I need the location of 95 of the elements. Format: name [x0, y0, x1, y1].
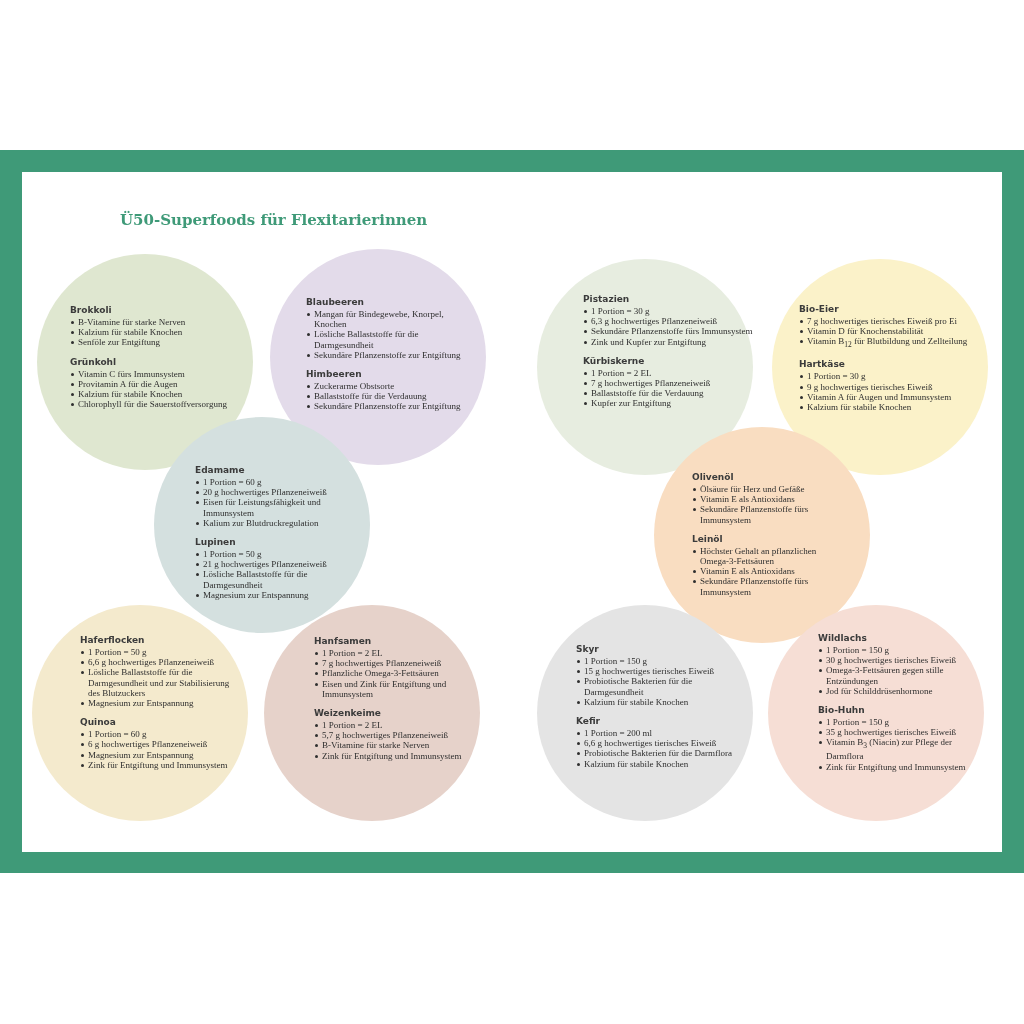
bullet-item: Eisen für Leistungsfähigkeit und Immunsystem: [195, 497, 363, 518]
food-heading: Quinoa: [80, 717, 117, 729]
bullet-item: 1 Portion = 30 g: [583, 306, 753, 317]
bullet-item: 6 g hochwertiges Pflanzeneiweiß: [80, 739, 242, 750]
bullet-item: Probiotische Bakterien für die Darmflora: [576, 748, 748, 759]
bullet-item: Kalium zur Blutdruckregulation: [195, 517, 363, 528]
bullet-item: Zink für Entgiftung und Immunsystem: [314, 750, 474, 761]
bullet-item: Kupfer zur Entgiftung: [583, 398, 753, 409]
bullet-item: 1 Portion = 150 g: [818, 645, 976, 656]
bullet-item: Vitamin A für Augen und Immunsystem: [799, 391, 971, 402]
bullet-item: Magnesium zur Entspannung: [195, 589, 363, 601]
bullet-item: Sekundäre Pflanzenstoffe zur Entgiftung: [306, 349, 478, 360]
food-heading: Kürbiskerne: [583, 355, 646, 367]
food-heading: Haferflocken: [80, 635, 146, 646]
bullet-item: 21 g hochwertiges Pflanzeneiweiß: [195, 559, 363, 570]
bullet-item: Provitamin A für die Augen: [70, 378, 258, 389]
food-heading: Blaubeeren: [306, 297, 366, 308]
food-heading: Himbeeren: [306, 369, 363, 380]
bullet-item: Lösliche Ballaststoffe für die Darmgesundheit: [306, 329, 478, 350]
bullet-item: Mangan für Bindegewebe, Knorpel, Knochen: [306, 309, 478, 330]
bullet-item: 35 g hochwertiges tierisches Eiweiß: [818, 727, 976, 738]
bullet-item: Ballaststoffe für die Verdauung: [306, 391, 478, 402]
bullet-item: 20 g hochwertiges Pflanzeneiweiß: [195, 487, 363, 498]
food-heading: Edamame: [195, 465, 246, 476]
bullet-item: Höchster Gehalt an pflanzlichen Omega-3-Fettsäuren: [692, 545, 837, 567]
bullet-item: Kalzium für stabile Knochen: [576, 758, 748, 769]
bullet-item: Vitamin E als Antioxidans: [692, 566, 837, 577]
bullet-item: Pflanzliche Omega-3-Fettsäuren: [314, 668, 474, 679]
bullet-item: 15 g hochwertiges tierisches Eiweiß: [576, 666, 748, 677]
bullet-item: 1 Portion = 150 g: [576, 656, 748, 667]
bullet-item: Vitamin B$_{12}$ für Blutbildung und Zellteilung: [799, 336, 971, 351]
bullet-item: 1 Portion = 150 g: [818, 717, 976, 728]
bullet-item: Magnesium zur Entspannung: [80, 698, 242, 709]
food-heading: Kefir: [576, 716, 602, 727]
bullet-item: Omega-3-Fettsäuren gegen stille Entzündungen: [818, 665, 976, 686]
bullet-item: Kalzium für stabile Knochen: [576, 696, 748, 707]
bullet-item: 1 Portion = 2 EL: [583, 367, 753, 378]
bullet-item: Lösliche Ballaststoffe für die Darmgesundheit: [195, 569, 363, 590]
bullet-item: Probiotische Bakterien für die Darmgesundheit: [576, 676, 748, 697]
bullet-item: 6,6 g hochwertiges tierisches Eiweiß: [576, 738, 748, 749]
bullet-item: 1 Portion = 50 g: [195, 549, 363, 560]
bullet-item: Magnesium zur Entspannung: [80, 749, 242, 760]
food-heading: Skyr: [576, 644, 600, 655]
bullet-item: Zink für Entgiftung und Immunsystem: [818, 761, 976, 772]
bullet-item: B-Vitamine für starke Nerven: [314, 740, 474, 751]
bullet-item: Lösliche Ballaststoffe für die Darmgesundheit und zur Stabilisierung des Blutzuckers: [80, 667, 242, 698]
bullet-item: 6,3 g hochwertiges Pflanzeneiweiß: [583, 316, 753, 327]
bullet-item: Jod für Schilddrüsenhormone: [818, 685, 976, 696]
bullet-item: Ballaststoffe für die Verdauung: [583, 388, 753, 399]
food-heading: Leinöl: [692, 533, 724, 545]
food-heading: Pistazien: [583, 294, 631, 305]
food-heading: Olivenöl: [692, 472, 735, 483]
bullet-item: Sekundäre Pflanzenstoffe zur Entgiftung: [306, 401, 478, 412]
food-heading: Brokkoli: [70, 305, 113, 316]
bullet-item: Sekundäre Pflanzenstoffe fürs Immunsystem: [583, 326, 753, 337]
bullet-item: 1 Portion = 2 EL: [314, 720, 474, 731]
food-heading: Bio-Huhn: [818, 705, 866, 716]
bullet-item: Zink und Kupfer zur Entgiftung: [583, 336, 753, 347]
bullet-item: 9 g hochwertiges tierisches Eiweiß: [799, 381, 971, 392]
food-heading: Weizenkeime: [314, 708, 382, 719]
bullet-item: 1 Portion = 30 g: [799, 371, 971, 382]
food-heading: Hanfsamen: [314, 636, 373, 647]
bullet-item: Senföle zur Entgiftung: [70, 337, 258, 348]
food-heading: Lupinen: [195, 537, 237, 548]
title: Ü50-Superfoods für Flexitarierinnen: [120, 211, 428, 229]
bullet-item: Kalzium für stabile Knochen: [799, 402, 971, 413]
bullet-item: Vitamin D für Knochenstabilität: [799, 326, 971, 337]
bullet-item: 1 Portion = 50 g: [80, 647, 242, 658]
bullet-item: Zink für Entgiftung und Immunsystem: [80, 759, 242, 771]
bullet-item: Zuckerarme Obstsorte: [306, 381, 478, 392]
bullet-item: Vitamin E als Antioxidans: [692, 494, 837, 505]
bullet-item: 1 Portion = 60 g: [195, 477, 363, 488]
bullet-item: Eisen und Zink für Entgiftung und Immunsystem: [314, 678, 474, 699]
food-heading: Hartkäse: [799, 359, 846, 371]
bullet-item: 1 Portion = 2 EL: [314, 648, 474, 659]
bullet-item: 7 g hochwertiges Pflanzeneiweiß: [314, 658, 474, 669]
bullet-item: 1 Portion = 200 ml: [576, 728, 748, 739]
bullet-item: 1 Portion = 60 g: [80, 729, 242, 740]
bullet-item: Sekundäre Pflanzenstoffe fürs Immunsystem: [692, 504, 837, 525]
bullet-item: 6,6 g hochwertiges Pflanzeneiweiß: [80, 657, 242, 668]
bullet-item: Kalzium für stabile Knochen: [70, 389, 258, 400]
bullet-item: Chlorophyll für die Sauerstoffversorgung: [70, 399, 258, 410]
bullet-item: 30 g hochwertiges tierisches Eiweiß: [818, 655, 976, 666]
food-heading: Grünkohl: [70, 356, 118, 368]
bullet-item: Ölsäure für Herz und Gefäße: [692, 484, 837, 495]
bullet-item: B-Vitamine für starke Nerven: [70, 317, 258, 328]
bullet-item: Sekundäre Pflanzenstoffe fürs Immunsystem: [692, 576, 837, 597]
bullet-item: 7 g hochwertiges Pflanzeneiweiß: [583, 378, 753, 389]
bullet-item: Kalzium für stabile Knochen: [70, 327, 258, 338]
bullet-item: 5,7 g hochwertiges Pflanzeneiweiß: [314, 730, 474, 741]
bullet-item: Vitamin C fürs Immunsystem: [70, 368, 258, 379]
food-heading: Wildlachs: [818, 633, 868, 644]
food-heading: Bio-Eier: [799, 304, 840, 315]
bullet-item: 7 g hochwertiges tierisches Eiweiß pro Ei: [799, 316, 971, 327]
bullet-item: Vitamin B$_{3}$ (Niacin) zur Pflege der Darmflora: [818, 737, 976, 762]
